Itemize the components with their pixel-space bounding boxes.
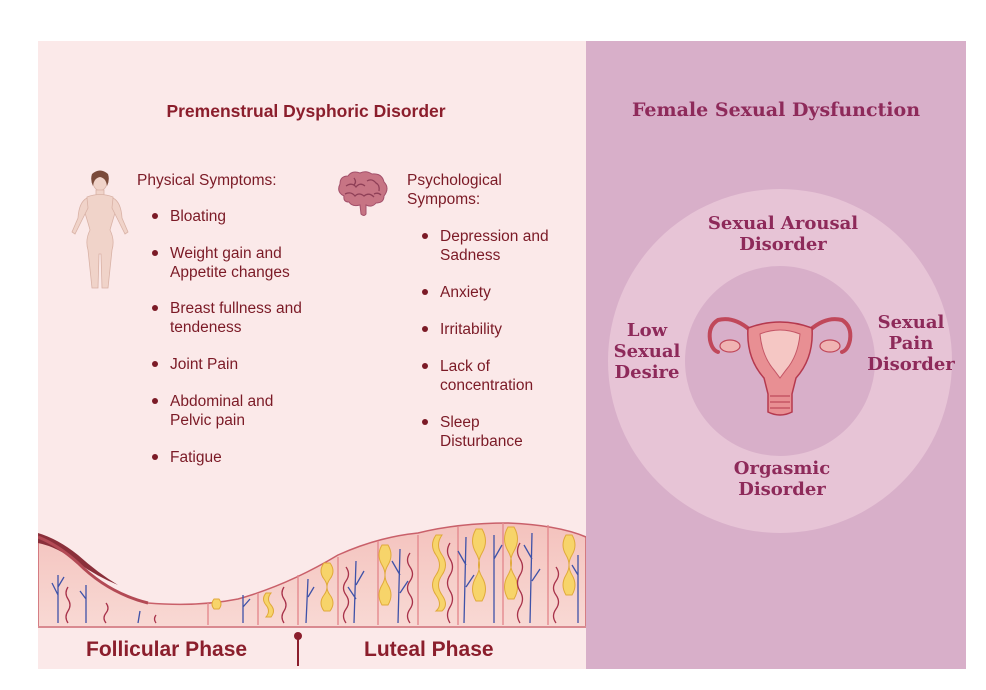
bullet xyxy=(422,233,428,239)
bullet xyxy=(422,419,428,425)
pmdd-title: Premenstrual Dysphoric Disorder xyxy=(166,101,446,121)
orgasmic-disorder-label: Orgasmic Disorder xyxy=(733,458,831,500)
bullet xyxy=(152,213,158,219)
endometrium-illustration xyxy=(38,522,586,628)
brain-icon xyxy=(338,171,388,216)
physical-item: Abdominal and Pelvic pain xyxy=(170,393,274,429)
physical-symptoms-heading: Physical Symptoms: xyxy=(137,172,277,189)
sexual-arousal-disorder-label: Sexual Arousal Disorder xyxy=(707,213,859,255)
psychological-item: Anxiety xyxy=(440,284,491,301)
physical-item: Joint Pain xyxy=(170,356,239,373)
sexual-pain-disorder-label: Sexual Pain Disorder xyxy=(867,312,955,375)
bullet xyxy=(422,363,428,369)
bullet xyxy=(422,326,428,332)
phase-divider xyxy=(294,632,302,666)
physical-item: Fatigue xyxy=(170,449,222,466)
psychological-item: Irritability xyxy=(440,321,503,338)
bullet xyxy=(152,398,158,404)
psychological-item: Depression and Sadness xyxy=(440,228,549,264)
low-sexual-desire-label: Low Sexual Desire xyxy=(613,320,681,383)
bullet xyxy=(152,361,158,367)
bullet xyxy=(152,250,158,256)
psychological-item: Sleep Disturbance xyxy=(440,414,523,450)
physical-item: Bloating xyxy=(170,208,227,225)
physical-item: Breast fullness and tendeness xyxy=(170,300,302,336)
follicular-phase-label: Follicular Phase xyxy=(86,638,248,661)
fsd-title: Female Sexual Dysfunction xyxy=(631,99,921,121)
psychological-symptoms-heading: Psychological Sympoms: xyxy=(407,172,502,208)
uterus-icon xyxy=(707,317,853,416)
female-body-icon xyxy=(71,170,129,289)
luteal-phase-label: Luteal Phase xyxy=(364,638,494,661)
bullet xyxy=(422,289,428,295)
psychological-item: Lack of concentration xyxy=(440,358,534,394)
physical-item: Weight gain and Appetite changes xyxy=(170,245,290,281)
bullet xyxy=(152,454,158,460)
bullet xyxy=(152,305,158,311)
